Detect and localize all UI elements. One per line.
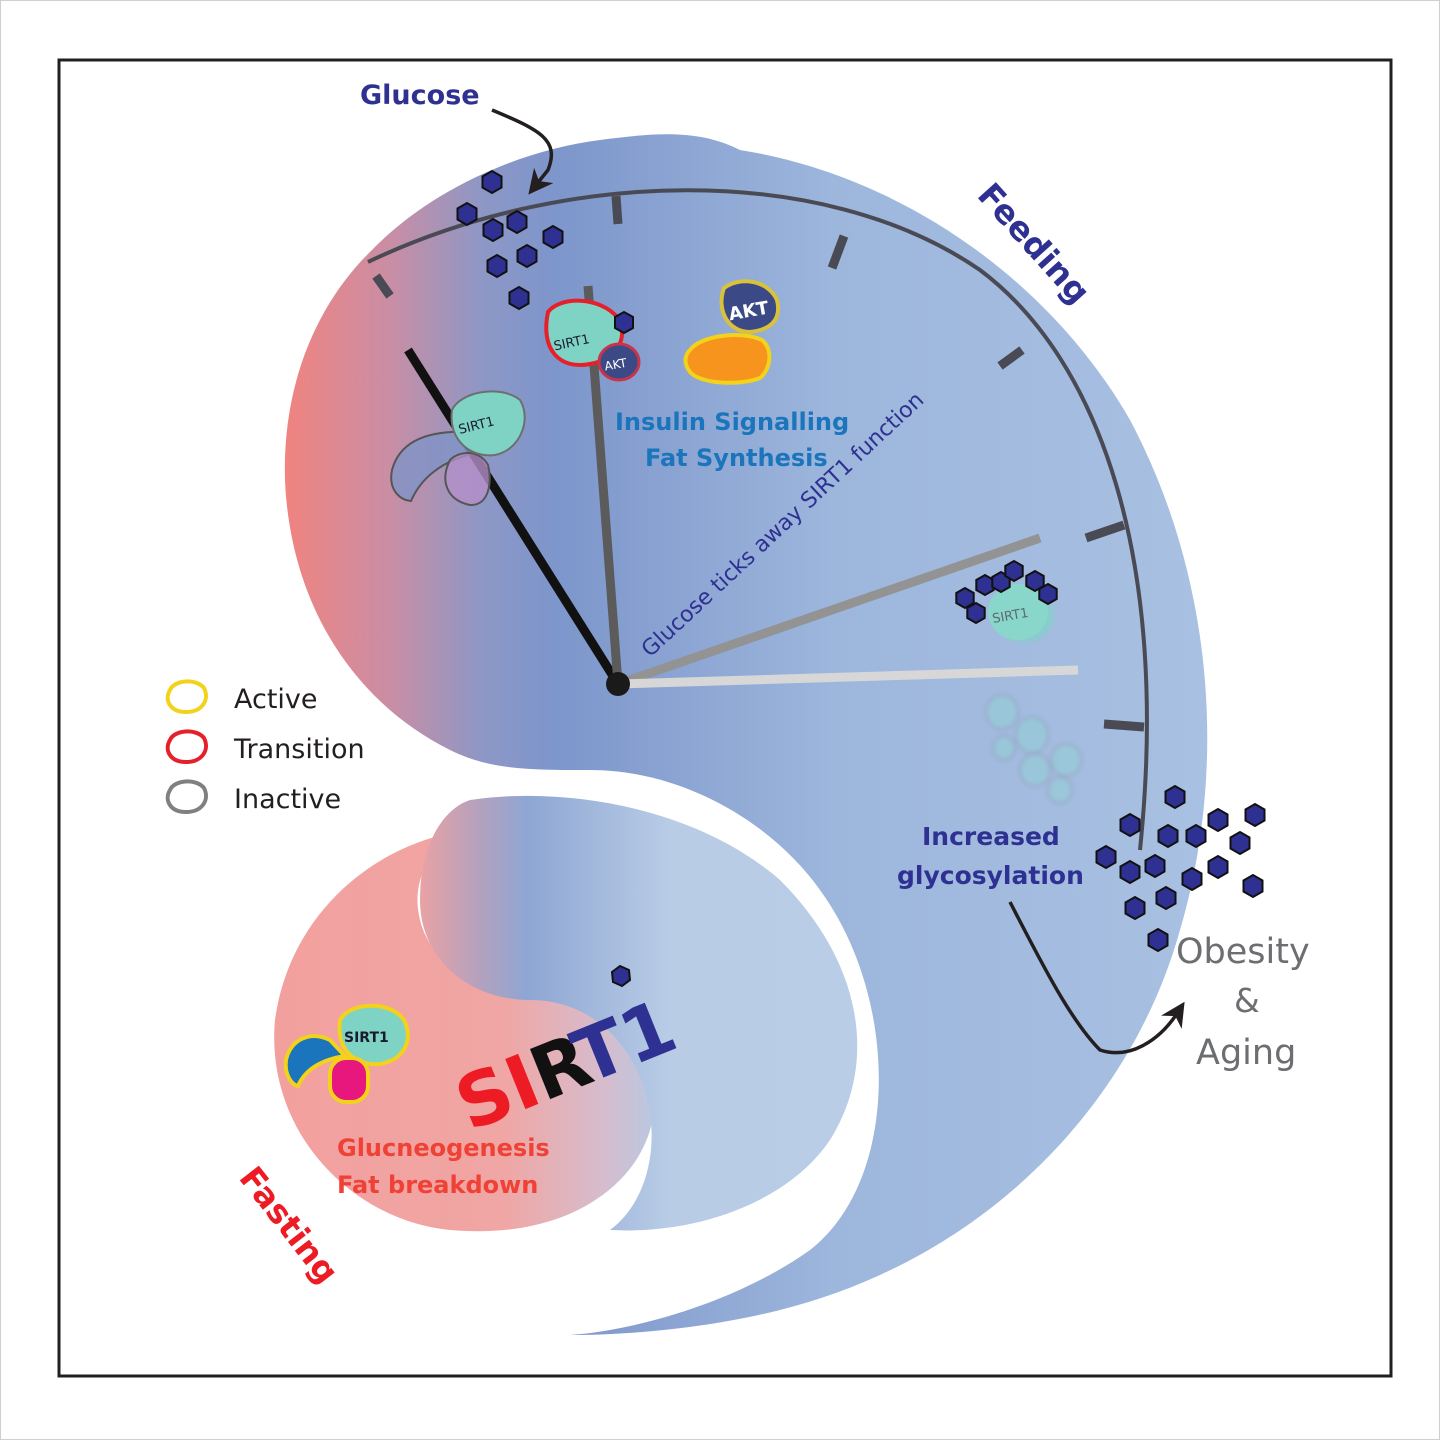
sirt1-transition-complex: SIRT1 AKT — [544, 298, 641, 382]
glucose-hexagon — [1157, 823, 1179, 849]
glucose-hexagon — [542, 224, 564, 250]
akt-active-complex: AKT — [683, 279, 781, 385]
legend-inactive-icon — [165, 779, 208, 815]
glucose-hexagon — [1119, 812, 1141, 838]
glucose-cluster-right — [1095, 784, 1266, 953]
glucose-hexagon — [482, 217, 504, 243]
glucose-hexagon — [1038, 582, 1058, 606]
fasting-label: Fasting — [232, 1159, 347, 1291]
sirt1-inactive-complex: SIRT1 — [390, 390, 526, 507]
white-crescent — [610, 1140, 830, 1235]
glucose-hexagon — [955, 586, 975, 610]
glucose-hexagon — [1181, 866, 1203, 892]
glucose-arrow — [491, 108, 554, 195]
aging-label: Aging — [1196, 1033, 1296, 1073]
legend-inactive-label: Inactive — [234, 784, 341, 815]
glycosylation-label: glycosylation — [897, 861, 1084, 890]
glucose-hexagon — [1185, 823, 1207, 849]
glycosylation-arrow — [1008, 901, 1185, 1055]
orange-partner — [683, 333, 772, 385]
wordmark-glucose-hexagon — [610, 964, 632, 988]
glucose-hexagon — [1242, 873, 1264, 899]
glucose-hexagon — [481, 169, 503, 195]
inactive-sirt1-body — [450, 390, 526, 457]
insulin-signalling-label: Insulin Signalling — [615, 408, 849, 436]
clock-hand-gray — [616, 533, 1042, 689]
fasting-pink-blob — [274, 830, 656, 1232]
faded-sirt1-ghosts — [985, 694, 1082, 804]
glucose-hexagon — [966, 601, 986, 625]
gluconeogenesis-label: Glucneogenesis — [337, 1134, 550, 1162]
fat-breakdown-label: Fat breakdown — [337, 1171, 538, 1199]
legend-transition-icon — [165, 729, 208, 765]
inactive-partner-blue — [390, 430, 482, 503]
glucose-hexagon — [1095, 844, 1117, 870]
legend-active-label: Active — [234, 684, 318, 715]
legend: Active Transition Inactive — [165, 679, 365, 815]
glucose-hexagon — [456, 201, 478, 227]
inactive-partner-purple — [444, 452, 491, 507]
glucose-hexagon — [1207, 854, 1229, 880]
glucose-hexagon — [1244, 802, 1266, 828]
glucose-hexagon — [1025, 569, 1045, 593]
legend-transition-label: Transition — [233, 734, 365, 765]
sirt1-glycosylated: SIRT1 — [955, 559, 1058, 642]
glucose-hexagon — [516, 243, 538, 269]
glucose-hexagon — [1155, 885, 1177, 911]
glucose-cluster-top — [456, 169, 564, 311]
tick-1 — [372, 273, 394, 299]
legend-active-icon — [165, 679, 208, 715]
clock-rim — [367, 188, 1149, 851]
transition-akt-label: AKT — [603, 356, 628, 374]
obesity-label: Obesity — [1176, 932, 1310, 972]
glucose-hexagon — [506, 209, 528, 235]
tick-4 — [997, 346, 1025, 370]
active-partner-blue — [283, 1034, 350, 1089]
glucose-hexagon — [1207, 807, 1229, 833]
active-partner-magenta — [328, 1056, 370, 1104]
glucose-hexagon — [486, 253, 508, 279]
transition-akt — [597, 342, 641, 382]
sirt1-active-complex: SIRT1 — [283, 1003, 410, 1104]
glucose-hexagon — [975, 573, 995, 597]
ampersand-label: & — [1234, 981, 1260, 1020]
fat-synthesis-label: Fat Synthesis — [645, 444, 828, 472]
transition-sirt1-label: SIRT1 — [552, 332, 591, 354]
increased-label: Increased — [922, 822, 1060, 851]
glucose-hexagon — [1229, 830, 1251, 856]
glucose-hexagon — [1147, 927, 1169, 953]
tick-5 — [1084, 520, 1126, 543]
glycosylated-sirt1-label: SIRT1 — [991, 606, 1029, 627]
glucose-hexagon — [1144, 853, 1166, 879]
clock-center — [606, 672, 630, 696]
active-akt-body — [719, 279, 781, 335]
sirt1-wordmark: SI R T1 — [444, 983, 688, 1148]
feeding-small-blue-blob — [420, 795, 858, 1231]
glucose-hexagon — [1119, 859, 1141, 885]
inner-border — [57, 58, 1393, 1378]
active-sirt1-label: SIRT1 — [344, 1030, 389, 1046]
glucose-hexagon — [1124, 895, 1146, 921]
active-sirt1-body — [337, 1003, 410, 1067]
tick-2 — [611, 195, 623, 225]
glucose-hexagon — [614, 310, 634, 335]
tick-6 — [1103, 719, 1145, 732]
glucose-hexagon — [1164, 784, 1186, 810]
glucose-hexagon — [1004, 559, 1024, 583]
glucose-label: Glucose — [360, 80, 480, 111]
clock-hand-black — [404, 347, 622, 687]
glucose-hexagon — [508, 285, 530, 311]
clock-hand-lightgray — [617, 665, 1079, 689]
clock-ticks — [372, 195, 1145, 732]
tick-3 — [827, 234, 849, 270]
